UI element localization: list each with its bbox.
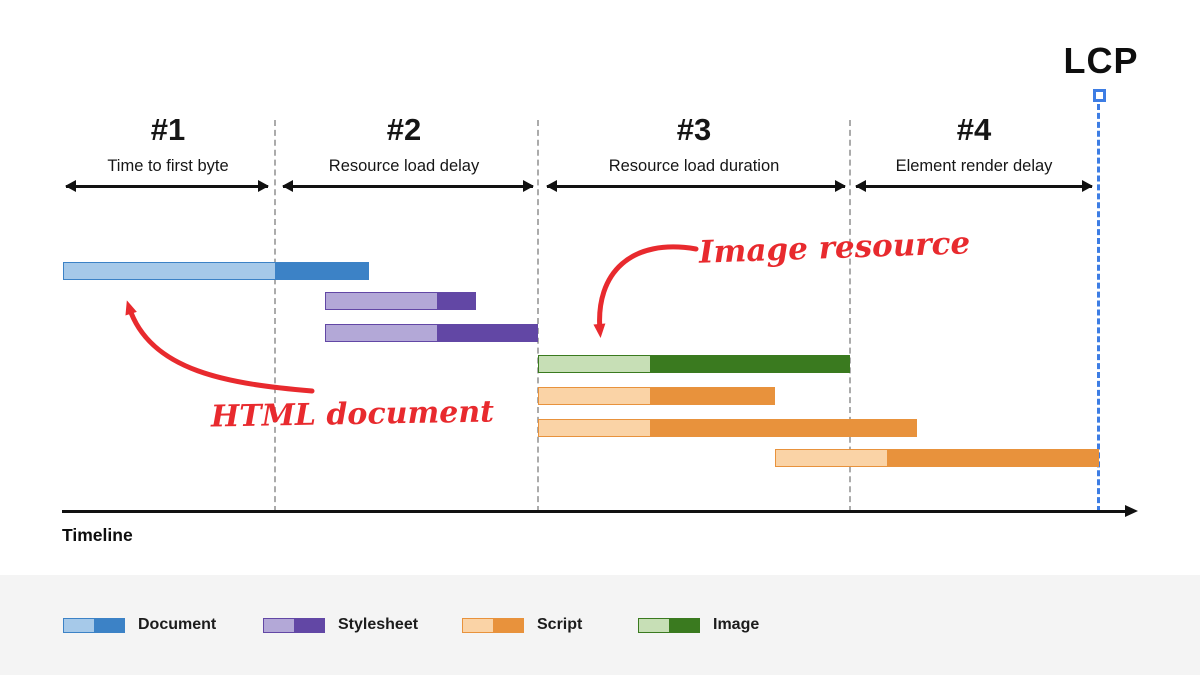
legend-item-stylesheet: Stylesheet	[263, 616, 418, 634]
phase-2-label: Resource load delay	[328, 157, 480, 175]
phase-divider	[849, 120, 851, 512]
script-bar	[538, 387, 775, 405]
legend: Document Stylesheet Script Image	[0, 575, 1200, 675]
phase-2-header: #2 Resource load delay	[329, 112, 479, 176]
script-swatch-icon	[462, 617, 524, 633]
phase-4-number: #4	[956, 112, 992, 147]
image-resource-arrow	[593, 244, 699, 338]
document-bar-dark-segment	[275, 262, 369, 280]
stylesheet-bar	[325, 324, 538, 342]
script-bar	[775, 449, 1099, 467]
image-resource-annotation: Image resource	[698, 225, 971, 271]
timeline-axis	[62, 510, 1126, 513]
phase-1-label: Time to first byte	[107, 157, 229, 175]
legend-item-document: Document	[63, 616, 216, 634]
html-document-annotation: HTML document	[210, 394, 495, 435]
phase-4-span-arrow	[856, 185, 1092, 188]
document-bar	[63, 262, 369, 280]
script-bar	[538, 419, 917, 437]
legend-label-script: Script	[537, 616, 583, 633]
lcp-title: LCP	[1063, 40, 1139, 81]
phase-3-label: Resource load duration	[608, 157, 780, 175]
legend-item-image: Image	[638, 616, 759, 634]
script-bar-dark-segment	[650, 387, 775, 405]
stylesheet-bar-dark-segment	[437, 324, 538, 342]
lcp-dashed-line	[1097, 104, 1100, 512]
phase-4-header: #4 Element render delay	[896, 112, 1053, 176]
lcp-marker-icon	[1093, 89, 1106, 102]
phase-1-number: #1	[150, 112, 186, 147]
phase-1-header: #1 Time to first byte	[107, 112, 228, 176]
image-bar	[538, 355, 850, 373]
stylesheet-swatch-icon	[263, 617, 325, 633]
stylesheet-bar-dark-segment	[437, 292, 476, 310]
phase-divider	[274, 120, 276, 512]
phase-1-span-arrow	[66, 185, 268, 188]
phase-3-header: #3 Resource load duration	[609, 112, 780, 176]
html-document-arrow	[125, 300, 315, 394]
image-bar-dark-segment	[650, 355, 850, 373]
timeline-label: Timeline	[62, 525, 133, 545]
legend-label-image: Image	[713, 616, 760, 633]
script-bar-dark-segment	[887, 449, 1099, 467]
image-swatch-icon	[638, 617, 700, 633]
stylesheet-bar	[325, 292, 476, 310]
phase-2-span-arrow	[283, 185, 533, 188]
legend-label-stylesheet: Stylesheet	[338, 616, 419, 633]
phase-4-label: Element render delay	[895, 157, 1053, 175]
phase-divider	[537, 120, 539, 512]
script-bar-dark-segment	[650, 419, 917, 437]
phase-3-span-arrow	[547, 185, 845, 188]
document-swatch-icon	[63, 617, 125, 633]
legend-label-document: Document	[138, 616, 217, 633]
phase-2-number: #2	[386, 112, 422, 147]
legend-item-script: Script	[462, 616, 582, 634]
phase-3-number: #3	[676, 112, 712, 147]
